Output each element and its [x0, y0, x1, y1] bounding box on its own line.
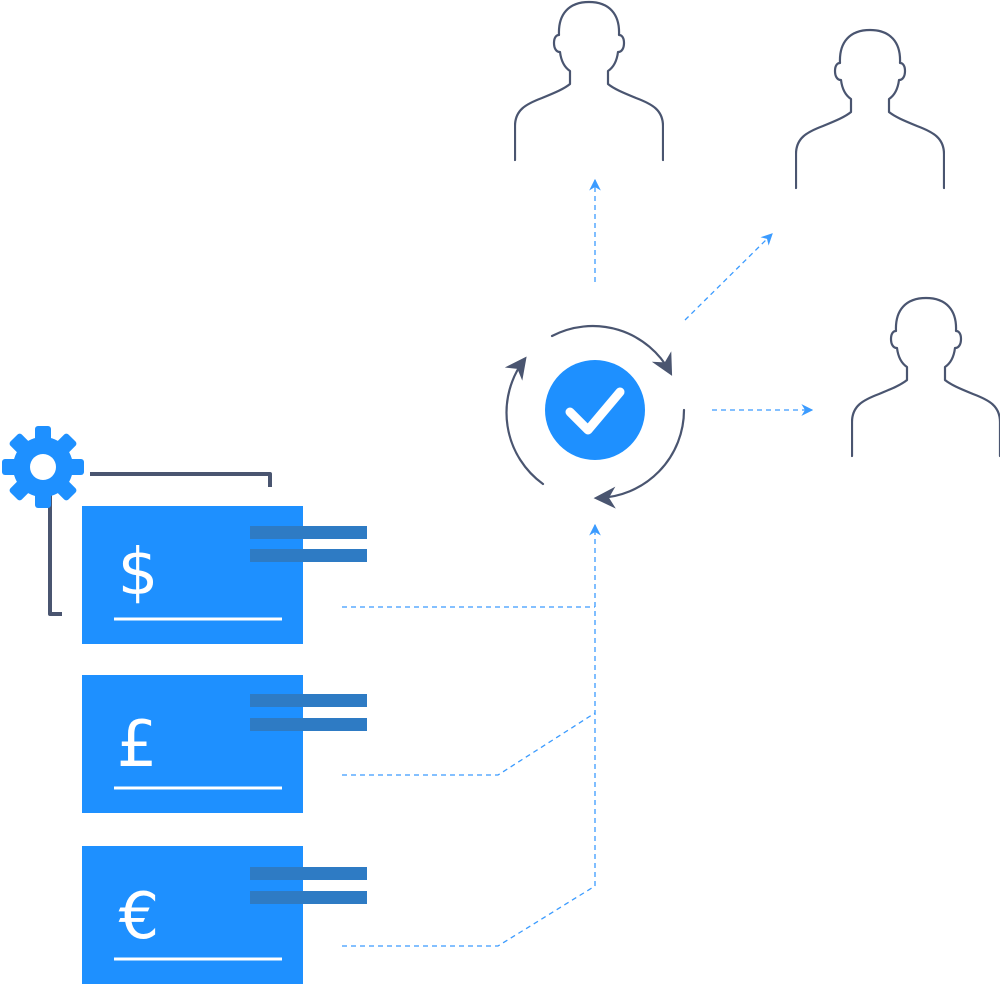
card-stripe [250, 526, 367, 539]
recipient-upper-right-person-icon [795, 28, 945, 190]
connector-euro-card [342, 885, 596, 947]
gear-icon[interactable] [2, 426, 84, 508]
connector-pound-card [342, 712, 596, 776]
recipient-right-person-icon [851, 296, 1000, 458]
euro-card[interactable]: € [82, 846, 367, 984]
refresh-cycle-icon [504, 324, 686, 509]
checkmark-icon [545, 360, 645, 460]
pound-symbol: £ [117, 708, 158, 782]
card-stripe [250, 891, 367, 904]
card-stripe [250, 694, 367, 707]
recipient-top-person-icon [514, 0, 664, 162]
dollar-card[interactable]: $ [82, 506, 367, 644]
dollar-symbol: $ [118, 536, 159, 610]
card-stripe [250, 549, 367, 562]
card-stripe [250, 867, 367, 880]
incoming-connectors [342, 523, 601, 947]
euro-symbol: € [119, 880, 160, 954]
pound-card[interactable]: £ [82, 675, 367, 813]
arrow-to-upper-right-recipient [684, 233, 773, 321]
settings-bracket [48, 472, 272, 616]
card-stripe [250, 718, 367, 731]
